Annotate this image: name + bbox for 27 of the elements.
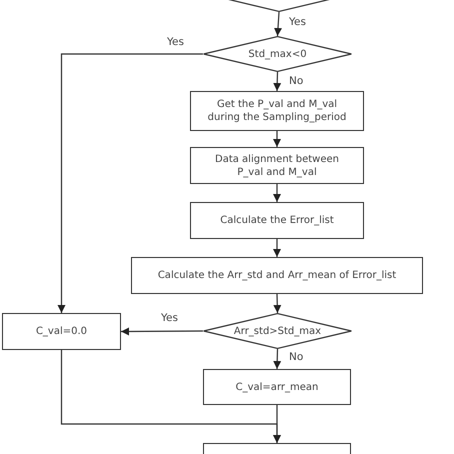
arrow [58, 53, 203, 313]
arrow [273, 239, 281, 257]
arrow [121, 327, 203, 336]
arrow [273, 72, 282, 92]
process-box [2, 313, 121, 350]
node-text: Data alignment between P_val and M_val [214, 152, 340, 178]
arrow [273, 348, 282, 370]
arrow [273, 184, 281, 202]
process-box [190, 147, 364, 184]
arrow [60, 350, 281, 443]
decision-diamond [203, 36, 352, 72]
arrow [273, 131, 281, 147]
node-text: Calculate the Error_list [219, 214, 335, 227]
process-box [190, 202, 364, 239]
arrow [273, 294, 282, 314]
arrow [274, 12, 282, 36]
decision-diamond [203, 313, 352, 349]
process-box [203, 443, 351, 454]
process-box [190, 91, 364, 131]
node-text: C_val=arr_mean [234, 380, 320, 394]
node-text: Std_max<0 [247, 48, 308, 60]
node-text: Get the P_val and M_val during the Sampling_period [206, 98, 348, 124]
node-text: Arr_std>Std_max [232, 324, 322, 338]
node-text: C_val=0.0 [34, 325, 88, 338]
process-box [131, 257, 423, 294]
process-box [203, 369, 351, 405]
node-text: Calculate the Arr_std and Arr_mean of Error_list [156, 269, 398, 282]
